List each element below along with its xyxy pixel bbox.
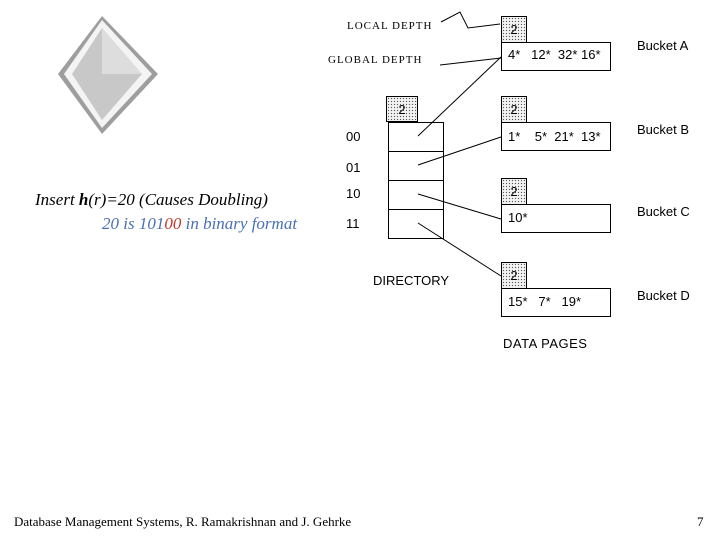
insert-prefix: Insert [35,190,79,209]
binary-prefix: 20 is 101 [102,214,164,233]
pointer-01 [418,137,501,165]
hash-function-h: h [79,190,88,209]
global-depth-pointer [440,58,501,65]
page-number: 7 [697,514,704,530]
binary-suffix: in binary format [181,214,297,233]
pointer-10 [418,194,501,219]
insert-caption: Insert h(r)=20 (Causes Doubling) [35,190,268,210]
local-depth-pointer [441,12,500,28]
pointer-00 [418,57,501,136]
pointer-11 [418,223,501,276]
insert-suffix: (r)=20 (Causes Doubling) [88,190,268,209]
binary-caption: 20 is 10100 in binary format [102,214,297,234]
binary-highlight: 00 [164,214,181,233]
footer-citation: Database Management Systems, R. Ramakris… [14,514,351,530]
